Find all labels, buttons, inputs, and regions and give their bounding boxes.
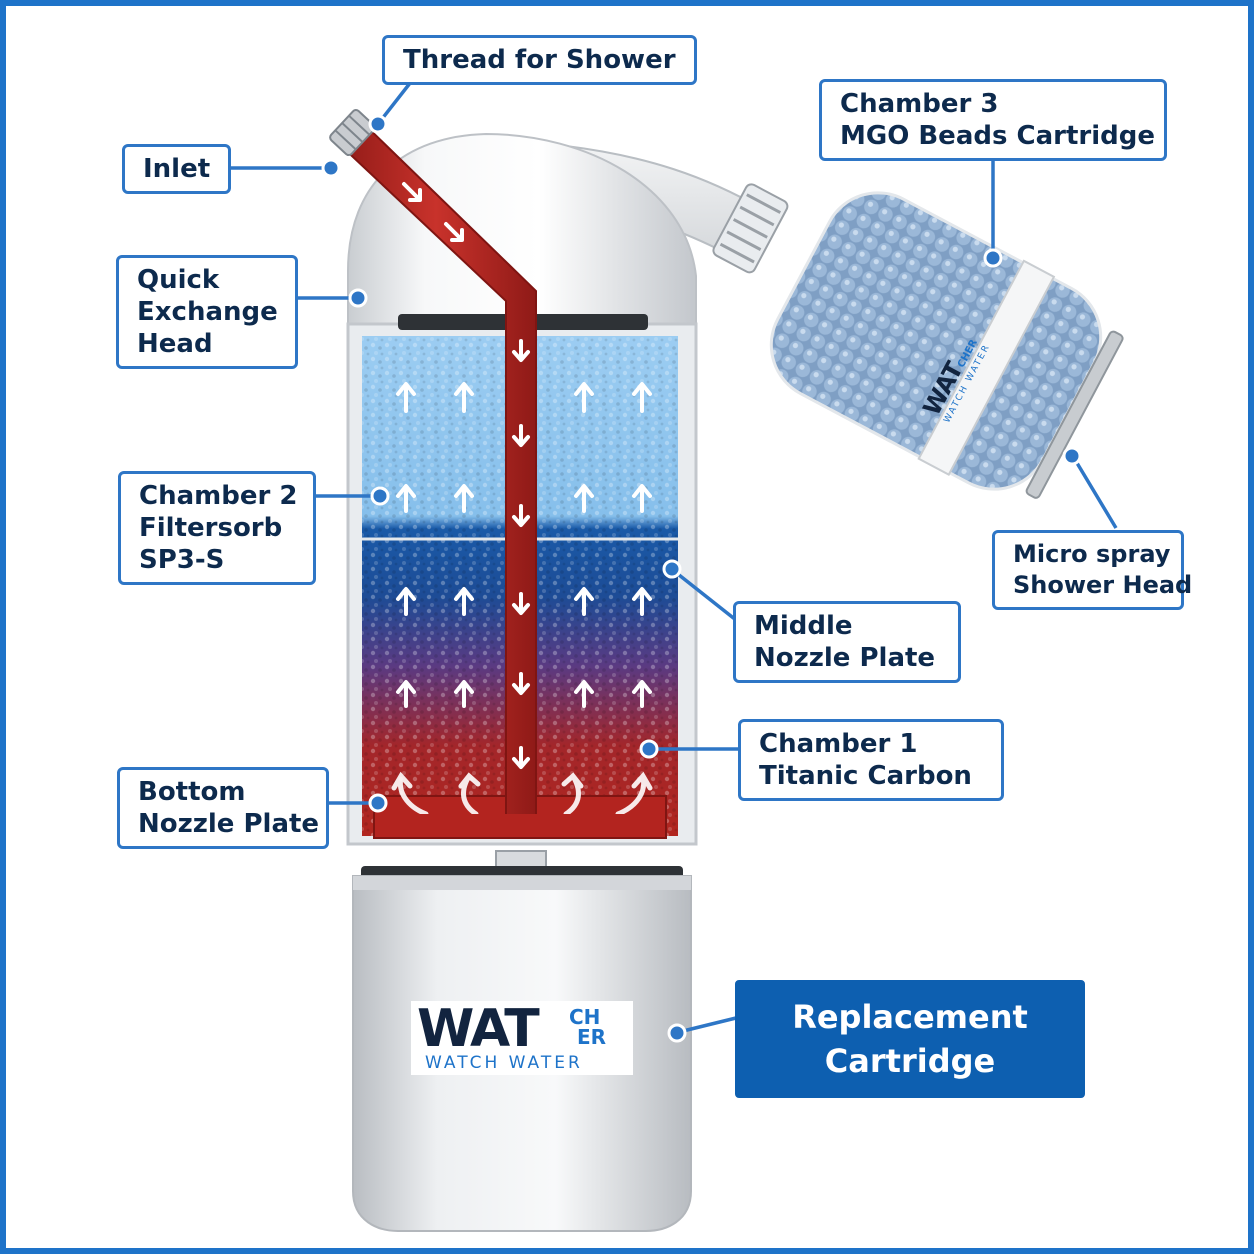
label-chamber1-line2: Titanic Carbon xyxy=(759,761,972,791)
logo-main-text: WAT xyxy=(417,999,540,1059)
logo-sub-text: ER xyxy=(577,1025,607,1049)
quick-exchange-dome xyxy=(347,132,697,327)
label-bottom-line2: Nozzle Plate xyxy=(138,809,320,839)
label-chamber3-line2: MGO Beads Cartridge xyxy=(840,121,1155,151)
cartridge-rim xyxy=(353,876,691,890)
label-middle-line2: Nozzle Plate xyxy=(754,643,936,673)
label-bottom-nozzle-plate: Bottom Nozzle Plate xyxy=(117,767,329,849)
label-replacement-cartridge: Replacement Cartridge xyxy=(735,980,1085,1098)
distribution-pipe xyxy=(384,814,656,832)
label-quick-line3: Head xyxy=(137,329,213,359)
label-micro-line1: Micro spray xyxy=(1013,540,1171,568)
leader-dots xyxy=(321,114,1082,1043)
label-chamber2-line2: Filtersorb xyxy=(139,513,283,543)
shower-filter-illustration xyxy=(231,76,1124,1232)
label-middle-nozzle-plate: Middle Nozzle Plate xyxy=(733,601,961,683)
cartridge-logo: WAT CH ER WATCH WATER xyxy=(411,1001,633,1075)
label-chamber-2: Chamber 2 Filtersorb SP3-S xyxy=(118,471,316,585)
bottom-flow-arrows xyxy=(391,771,653,817)
inlet-thread xyxy=(329,109,376,157)
head-band xyxy=(917,259,1056,476)
label-quick-exchange-head: Quick Exchange Head xyxy=(116,255,298,369)
logo-super-text: CH xyxy=(569,1005,601,1029)
label-inlet: Inlet xyxy=(122,144,232,194)
label-quick-line1: Quick xyxy=(137,265,220,295)
leader-lines xyxy=(231,76,1118,1034)
label-chamber3-line1: Chamber 3 xyxy=(840,89,999,119)
label-micro-spray-head: Micro spray Shower Head xyxy=(992,530,1193,610)
spray-face xyxy=(1025,330,1124,499)
shower-head xyxy=(751,173,1124,509)
label-chamber2-line1: Chamber 2 xyxy=(139,481,298,511)
label-middle-line1: Middle xyxy=(754,611,853,641)
label-chamber-1: Chamber 1 Titanic Carbon xyxy=(738,719,1004,801)
logo-tagline: WATCH WATER xyxy=(425,1053,583,1073)
pipe-flow-arrows xyxy=(402,182,530,769)
label-replacement-line1: Replacement xyxy=(792,998,1028,1036)
label-thread-for-shower: Thread for Shower xyxy=(382,35,697,85)
label-micro-line2: Shower Head xyxy=(1013,571,1193,599)
head-threads xyxy=(712,183,789,274)
label-chamber2-line3: SP3-S xyxy=(139,545,225,575)
label-thread-text: Thread for Shower xyxy=(403,45,676,75)
label-bottom-line1: Bottom xyxy=(138,777,246,807)
label-chamber1-line1: Chamber 1 xyxy=(759,729,918,759)
label-quick-line2: Exchange xyxy=(137,297,278,327)
label-chamber-3: Chamber 3 MGO Beads Cartridge xyxy=(819,79,1167,161)
label-inlet-text: Inlet xyxy=(143,154,211,184)
label-replacement-line2: Cartridge xyxy=(824,1042,996,1080)
up-flow-arrows xyxy=(396,382,652,708)
